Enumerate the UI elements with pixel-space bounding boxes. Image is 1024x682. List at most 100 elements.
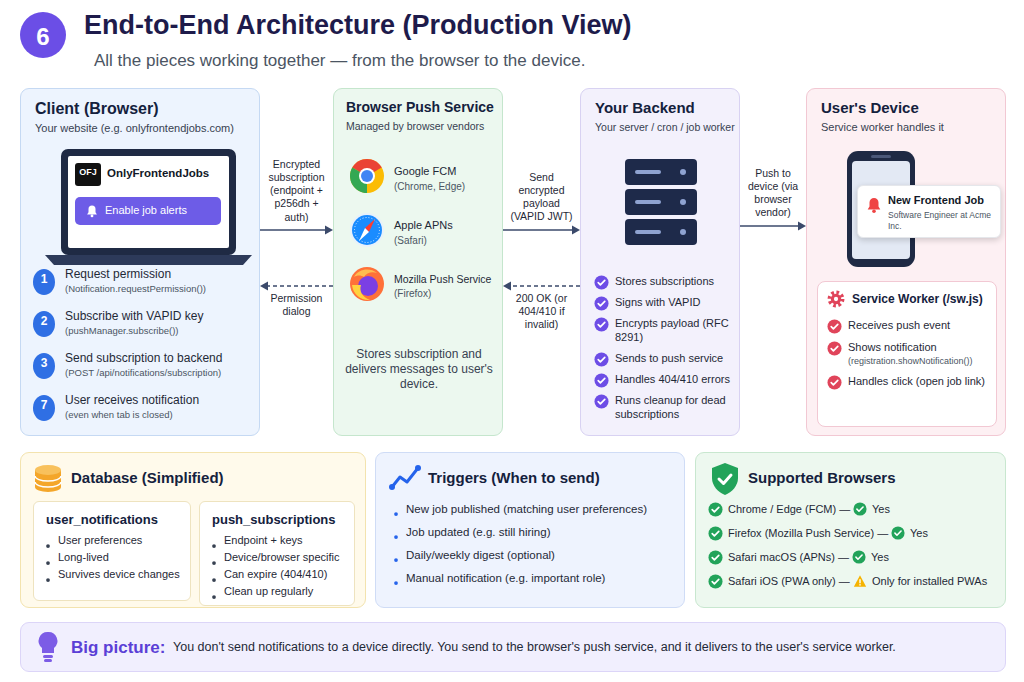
node-text: (Safari) — [394, 235, 498, 248]
icon — [209, 541, 219, 551]
icon-part — [389, 484, 395, 490]
icon — [209, 558, 219, 568]
check-icon — [708, 526, 723, 541]
node-text: Yes — [871, 551, 889, 565]
icon — [594, 296, 609, 311]
icon-part — [895, 531, 901, 535]
node-text: Send subscription to backend — [65, 351, 255, 366]
check-icon — [708, 574, 723, 589]
node-text: (Notification.requestPermission()) — [65, 283, 255, 295]
icon-part — [46, 561, 50, 565]
icon-part — [712, 507, 719, 512]
icon-part — [45, 255, 252, 265]
icon-part — [394, 535, 398, 539]
icon-part — [680, 229, 686, 235]
icon-part — [350, 159, 384, 193]
gear-icon — [827, 290, 845, 308]
dot-icon — [209, 588, 219, 598]
icon-part — [598, 280, 605, 285]
icon-part — [827, 319, 841, 333]
icon-part — [598, 357, 605, 362]
icon-part — [352, 285, 370, 300]
node-text: Receives push event — [848, 319, 992, 333]
check-icon — [708, 502, 723, 517]
node-text: Software Engineer at Acme Inc. — [888, 210, 996, 231]
check-icon — [827, 341, 842, 356]
node-text: Runs cleanup for dead subscriptions — [615, 394, 735, 422]
icon-part — [594, 373, 608, 387]
check-icon — [594, 317, 609, 332]
icon-part — [359, 168, 375, 184]
icon-part — [635, 230, 661, 234]
dot-icon — [209, 571, 219, 581]
node-text: Device/browser specific — [224, 551, 350, 565]
node-text: Triggers (When to send) — [428, 469, 678, 488]
icon-part — [354, 270, 377, 277]
icon-part — [267, 285, 333, 286]
connector — [503, 226, 580, 235]
icon — [696, 453, 746, 499]
icon-part — [829, 292, 842, 305]
node-text: Big picture: — [71, 637, 165, 658]
callout-number: 6 — [20, 22, 66, 52]
node-text: (even when tab is closed) — [65, 409, 255, 421]
table-box: user_notificationsUser preferencesLong-l… — [33, 501, 191, 601]
icon-part — [68, 156, 229, 248]
warn-icon — [853, 574, 867, 588]
dot-icon — [43, 571, 53, 581]
icon-part — [260, 229, 326, 230]
icon-part — [39, 632, 58, 653]
dot-icon — [391, 551, 401, 561]
node-text: Your server / cron / job worker — [595, 121, 735, 134]
node-text: Mozilla Push Service — [394, 273, 500, 286]
node-text: 7 — [33, 398, 55, 413]
icon — [391, 555, 401, 565]
arrowhead — [325, 226, 333, 235]
database-panel: Database (Simplified)user_notificationsU… — [20, 452, 366, 608]
node-text: Your Backend — [595, 99, 735, 118]
subtitle: All the pieces working together — from t… — [94, 50, 585, 71]
icon-part — [394, 581, 398, 585]
icon — [376, 453, 426, 497]
icon — [853, 574, 867, 588]
check-icon — [594, 275, 609, 290]
icon — [708, 574, 723, 589]
dot-icon — [391, 574, 401, 584]
node-text: Google FCM — [394, 165, 498, 179]
icon-part — [854, 575, 866, 586]
icon — [594, 352, 609, 367]
node-text: (pushManager.subscribe()) — [65, 325, 255, 337]
edge-label: 200 OK (or 404/410 if invalid) — [506, 292, 577, 331]
edge-label: Send encrypted payload (VAPID JWT) — [506, 171, 577, 224]
node-text: Request permission — [65, 267, 255, 282]
check-icon — [594, 394, 609, 409]
node-text: Your website (e.g. onlyfrontendjobs.com) — [35, 122, 250, 136]
box: 2 — [33, 311, 55, 337]
node-text: Service Worker (/sw.js) — [852, 292, 992, 307]
node-text: Stores subscription and delivers message… — [344, 347, 494, 392]
icon-part — [415, 465, 421, 471]
icon — [594, 317, 609, 332]
node-text: Only for installed PWAs — [872, 575, 987, 589]
icon — [708, 526, 723, 541]
icon-part — [598, 322, 605, 327]
button: Enable job alerts — [75, 197, 221, 225]
icon-part — [831, 380, 838, 385]
node-text: Long-lived — [58, 551, 186, 565]
icon-part — [355, 218, 380, 243]
client-panel: Client (Browser)Your website (e.g. onlyf… — [20, 88, 260, 436]
service-worker-box: Service Worker (/sw.js) Receives push eve… — [817, 281, 997, 427]
icon-part — [46, 578, 50, 582]
icon-part — [87, 206, 97, 215]
icon — [43, 558, 53, 568]
icon-part — [594, 275, 608, 289]
icon-part — [46, 544, 50, 548]
node-text: Encrypts payload (RFC 8291) — [615, 317, 735, 345]
number-badge: 6 — [20, 12, 66, 58]
logo-box: OFJ — [75, 163, 101, 186]
node-text: Service worker handles it — [821, 121, 996, 135]
icon-part — [350, 267, 384, 301]
icon-part — [712, 579, 719, 584]
node-text: (Chrome, Edge) — [394, 181, 498, 194]
node-text: User preferences — [58, 534, 186, 548]
